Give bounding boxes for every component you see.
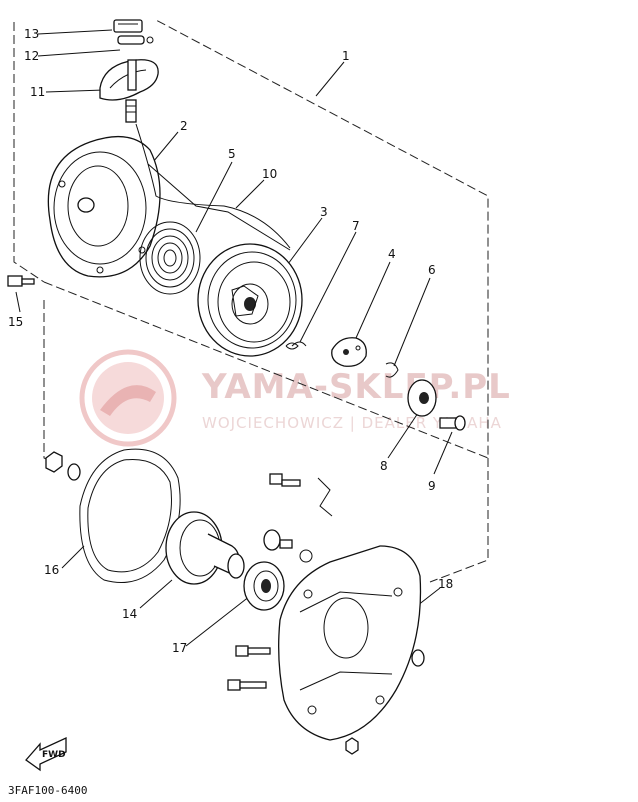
part-8-washer: [407, 379, 437, 417]
watermark-logo: [79, 349, 177, 447]
callout-10: 10: [262, 167, 277, 181]
nut-washer-set: [45, 451, 81, 481]
callout-18: 18: [438, 577, 453, 591]
callout-5: 5: [228, 147, 236, 161]
callout-14: 14: [122, 607, 137, 621]
callout-1: 1: [342, 49, 350, 63]
callout-6: 6: [428, 263, 436, 277]
callout-17: 17: [172, 641, 187, 655]
part-7-spring: [285, 341, 307, 350]
callout-16: 16: [44, 563, 59, 577]
part-15-bolt: [7, 275, 35, 287]
part-13-clip: [113, 19, 143, 33]
callout-15: 15: [8, 315, 23, 329]
part-9-bolt: [439, 415, 466, 431]
callout-12: 12: [24, 49, 39, 63]
part-6-clip: [385, 362, 399, 378]
callout-3: 3: [320, 205, 328, 219]
callouts: 13 12 11 2 5 10 3 7 4 6 1 15 8 9 16 14 1…: [8, 27, 453, 655]
part-16-gasket: [79, 448, 181, 583]
watermark-subtitle: WOJCIECHOWICZ | DEALER YAMAHA: [202, 414, 502, 432]
part-12-pin: [117, 35, 154, 45]
diagram-code: 3FAF100-6400: [8, 784, 87, 797]
part-3-sheave-drum: [197, 243, 303, 357]
leader-lines: [15, 29, 453, 647]
part-17-oil-seal: [243, 561, 285, 611]
callout-11: 11: [30, 85, 45, 99]
assembly-outline: [13, 19, 489, 583]
part-2-starter-case: [47, 136, 291, 278]
part-10-rope: [135, 123, 291, 249]
callout-4: 4: [388, 247, 396, 261]
watermark-brand: YAMA-SKLEP.PL: [201, 367, 511, 407]
small-hardware: [263, 473, 333, 563]
cover-bolts: [227, 645, 359, 755]
callout-9: 9: [428, 479, 436, 493]
callout-8: 8: [380, 459, 388, 473]
fwd-label: FWD: [42, 750, 66, 760]
part-14-pulley: [165, 511, 245, 585]
watermark: YAMA-SKLEP.PL WOJCIECHOWICZ | DEALER YAM…: [79, 349, 511, 447]
part-5-spring: [139, 221, 201, 295]
part-11-handle: [99, 59, 159, 123]
callout-2: 2: [180, 119, 188, 133]
part-18-cover: [278, 545, 425, 741]
fwd-arrow-icon: FWD: [25, 736, 67, 772]
part-4-drive-plate: [331, 337, 367, 367]
callout-13: 13: [24, 27, 39, 41]
callout-7: 7: [352, 219, 360, 233]
